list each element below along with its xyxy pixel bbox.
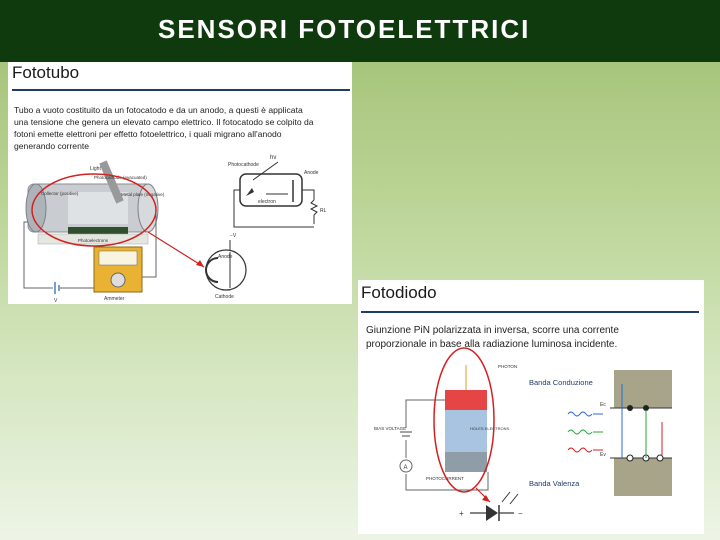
- photodiode-holes-electrons-label: HOLES ELECTRONS: [470, 426, 509, 431]
- phototube-battery-label: V: [54, 298, 58, 304]
- photodiode-minus-label: −: [518, 509, 523, 518]
- phototube-ammeter: [94, 247, 142, 292]
- title-bar: SENSORI FOTOELETTRICI: [0, 0, 720, 62]
- phototube-symbol: [206, 240, 246, 290]
- photodiode-photon-label: PHOTON: [498, 364, 517, 369]
- phototube-photoelectrons-label: Photoelectrons: [78, 238, 109, 243]
- photodiode-valence-band-label: Banda Valenza: [529, 479, 580, 488]
- photodiode-diagram: PHOTON HOLES ELECTRONS BIAS VOLTAGE A PH…: [358, 280, 704, 534]
- phototube-photocathode-label: Photocathode: [228, 162, 259, 168]
- phototube-hv-label: hν: [270, 155, 276, 161]
- photodiode-conduction-band-label: Banda Conduzione: [529, 378, 593, 387]
- phototube-metal-plate-label: Metal plate (negative): [121, 192, 165, 197]
- photodiode-ammeter-label: A: [404, 465, 408, 471]
- photodiode-bias-voltage-label: BIAS VOLTAGE: [374, 426, 406, 431]
- photodiode-panel: Fotodiodo Giunzione PiN polarizzata in i…: [358, 280, 704, 534]
- phototube-electron-label: electron: [258, 199, 276, 205]
- photodiode-ec-label: Ec: [600, 402, 606, 408]
- photodiode-band-diagram: [568, 370, 672, 496]
- phototube-panel: Fototubo Tubo a vuoto costituito da un f…: [8, 62, 352, 304]
- phototube-minus-v-label: −V: [230, 233, 237, 239]
- photodiode-junction: [445, 365, 487, 472]
- phototube-light-label: Light: [90, 166, 101, 172]
- phototube-rl-label: RL: [320, 208, 327, 214]
- photodiode-ev-label: Ev: [600, 452, 606, 458]
- phototube-anode-symbol-label: Anode: [218, 254, 233, 260]
- phototube-cathode-symbol-label: Cathode: [215, 294, 234, 300]
- phototube-diagram: Light Photocathode (evacuated) Collector…: [8, 62, 352, 304]
- photodiode-plus-label: +: [459, 509, 464, 518]
- phototube-anode-label: Anode: [304, 170, 319, 176]
- phototube-collector-label: Collector (positive): [41, 191, 79, 196]
- slide-title: SENSORI FOTOELETTRICI: [158, 14, 530, 45]
- photodiode-symbol: [470, 492, 518, 521]
- phototube-ammeter-label: Ammeter: [104, 296, 125, 302]
